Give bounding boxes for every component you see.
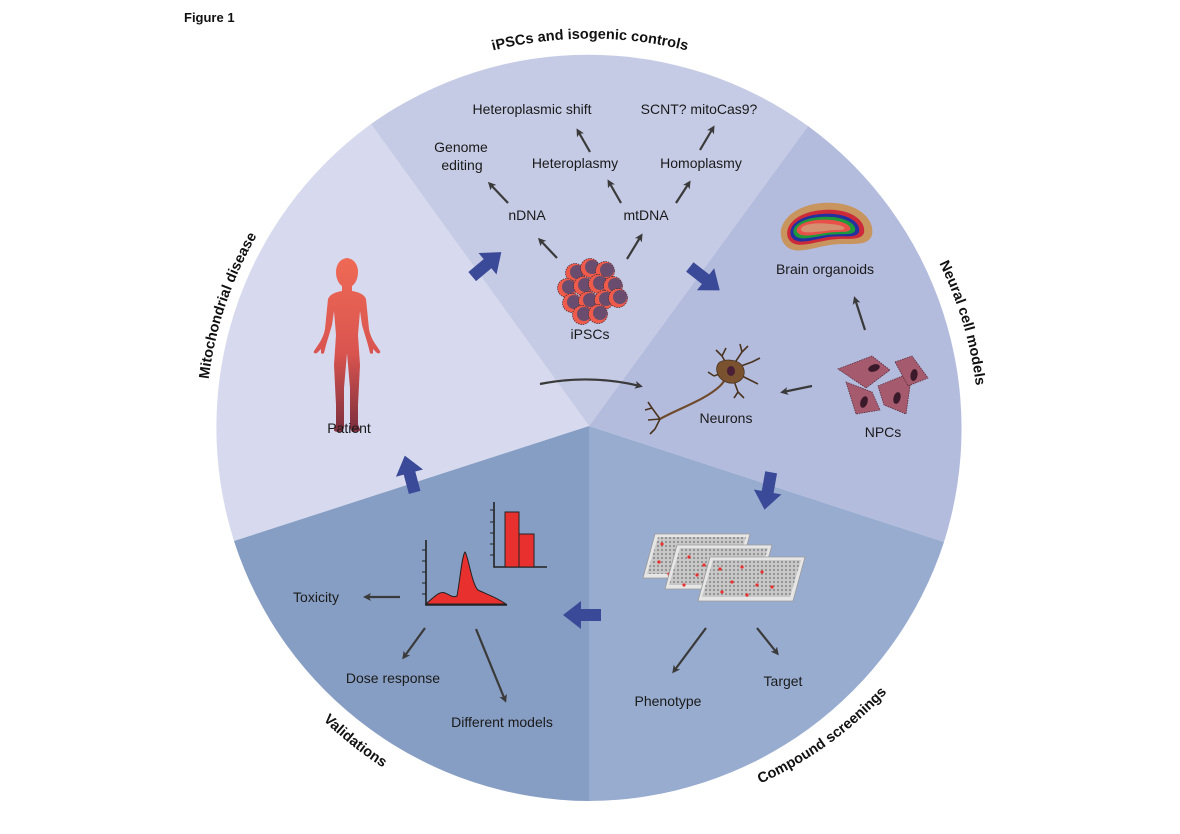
label-toxicity: Toxicity	[293, 589, 339, 605]
hit-well	[745, 593, 749, 597]
arrow-npcs-to-neurons	[780, 384, 813, 395]
sector-compound-screenings	[589, 426, 944, 801]
ipsc-cluster-icon	[557, 258, 628, 325]
label-genome-editing-line2: editing	[441, 157, 482, 173]
label-npcs: NPCs	[865, 424, 902, 440]
label-brain-organoids: Brain organoids	[776, 261, 874, 277]
arrow-homoplasmy-to-scnt	[699, 125, 715, 151]
hit-well	[660, 542, 664, 546]
hit-well	[760, 570, 764, 574]
hit-well	[740, 565, 744, 569]
flow-arrow-patient-to-ipscs	[468, 252, 502, 282]
arrow-ndna-to-genome-editing	[487, 181, 509, 204]
sector-validations	[234, 426, 589, 801]
npc-cells-icon	[837, 355, 929, 415]
ipsc-cell-nucleus	[567, 295, 581, 309]
arrow-mtdna-to-homoplasmy	[675, 180, 691, 204]
arrow-ipscs-to-ndna	[537, 237, 558, 259]
arrow-patient-to-neurons	[539, 378, 643, 389]
hit-well	[755, 583, 759, 587]
hit-well	[702, 563, 706, 567]
arrow-mtdna-to-heteroplasmy	[607, 179, 622, 204]
brain-organoid-icon	[780, 202, 873, 251]
label-different-models: Different models	[451, 714, 553, 730]
hit-well	[730, 580, 734, 584]
ipsc-cell-nucleus	[577, 307, 591, 321]
hit-well	[720, 590, 724, 594]
ipsc-cell-nucleus	[600, 263, 614, 277]
sector-mitochondrial-disease	[216, 124, 589, 541]
flow-arrow-validation-to-patient	[395, 455, 424, 494]
ipsc-cell-nucleus	[613, 290, 627, 304]
flow-arrow-screening-to-validation	[563, 601, 601, 629]
ipsc-cell-nucleus	[562, 280, 576, 294]
label-mtdna: mtDNA	[623, 207, 669, 223]
arrow-ipscs-to-mtdna	[626, 233, 643, 260]
well-plates-icon	[642, 533, 806, 602]
ipsc-cell-nucleus	[583, 293, 597, 307]
well-plate	[697, 556, 806, 602]
label-homoplasmy: Homoplasmy	[660, 155, 742, 171]
arrow-heteroplasmy-to-shift	[576, 128, 591, 153]
ipsc-cell-nucleus	[593, 276, 607, 290]
arrow-npcs-to-organoids	[852, 296, 867, 331]
label-neurons: Neurons	[700, 410, 753, 426]
arrow-chart-to-different-models	[474, 628, 507, 703]
hit-well	[718, 567, 722, 571]
ipsc-cell-nucleus	[578, 278, 592, 292]
label-heteroplasmic-shift: Heteroplasmic shift	[472, 101, 591, 117]
hit-well	[770, 585, 774, 589]
label-patient: Patient	[327, 420, 371, 436]
arrow-plates-to-phenotype	[672, 627, 707, 674]
flow-arrow-neural-to-screening	[753, 471, 782, 510]
arrow-chart-to-dose-response	[402, 627, 426, 660]
peak-chart-icon	[422, 540, 508, 606]
label-phenotype: Phenotype	[635, 693, 702, 709]
label-genome-editing-line1: Genome	[434, 139, 488, 155]
hit-well	[657, 560, 661, 564]
histogram-chart-icon	[490, 502, 547, 568]
sector-ipscs	[371, 54, 808, 426]
arrow-plates-to-target	[756, 627, 779, 656]
label-scnt-mitocas9: SCNT? mitoCas9?	[641, 101, 758, 117]
label-ipscs: iPSCs	[571, 326, 610, 342]
hit-well	[682, 583, 686, 587]
ipsc-cell-nucleus	[570, 265, 584, 279]
label-ndna: nDNA	[508, 207, 546, 223]
label-dose-response: Dose response	[346, 670, 440, 686]
patient-icon	[313, 258, 381, 432]
flow-arrow-ipscs-to-neural	[686, 262, 720, 291]
label-target: Target	[764, 673, 803, 689]
hit-well	[687, 555, 691, 559]
hit-well	[695, 573, 699, 577]
section-title-ipscs: iPSCs and isogenic controls	[490, 27, 690, 55]
figure-title: Figure 1	[184, 10, 235, 25]
label-heteroplasmy: Heteroplasmy	[532, 155, 618, 171]
neuron-icon	[644, 343, 761, 435]
ipsc-cell-nucleus	[593, 306, 607, 320]
